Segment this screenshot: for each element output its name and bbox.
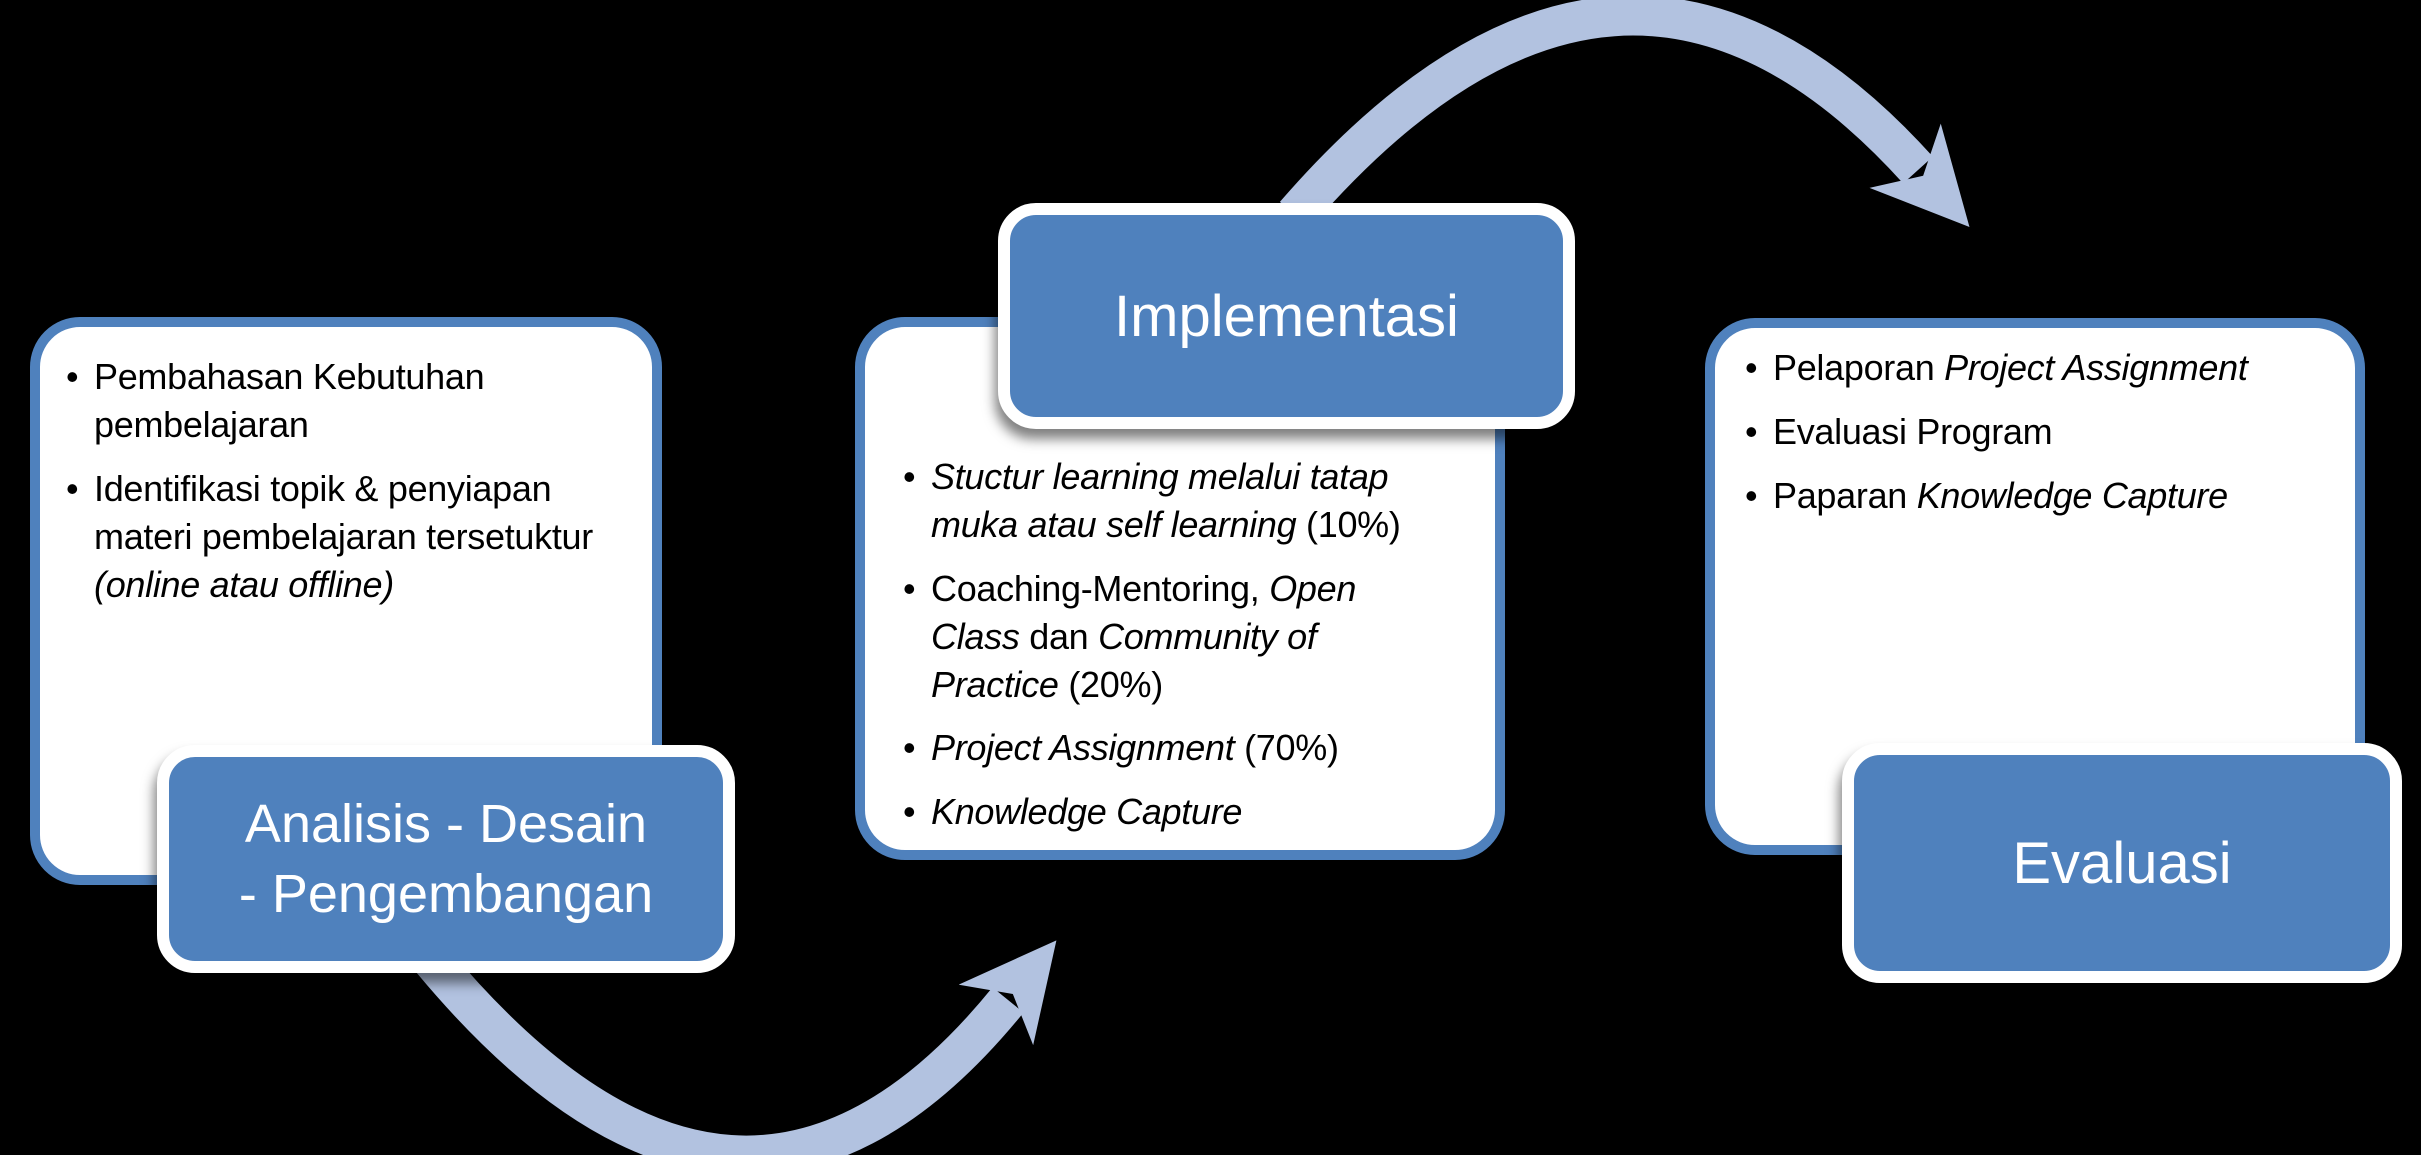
stage-title-text: Implementasi bbox=[1114, 283, 1459, 350]
bullet-item: Project Assignment (70%) bbox=[901, 724, 1419, 772]
text-run: Paparan bbox=[1773, 474, 1917, 516]
stage-title-analisis: Analisis - Desain - Pengembangan bbox=[157, 745, 735, 973]
title-line: - Pengembangan bbox=[238, 864, 654, 924]
text-run: dan bbox=[1019, 615, 1099, 657]
text-run: Identifikasi topik & penyiapan materi pe… bbox=[94, 467, 593, 557]
text-run: (10%) bbox=[1296, 503, 1401, 545]
text-run: (20%) bbox=[1058, 663, 1163, 705]
bullet-list-evaluasi: Pelaporan Project AssignmentEvaluasi Pro… bbox=[1715, 328, 2355, 520]
bullet-item: Pembahasan Kebutuhan pembelajaran bbox=[64, 353, 622, 449]
text-run: Pembahasan Kebutuhan pembelajaran bbox=[94, 356, 485, 445]
italic-text-run: Knowledge Capture bbox=[1916, 474, 2228, 516]
stage-title-implementasi: Implementasi bbox=[998, 203, 1575, 429]
text-run: (70%) bbox=[1234, 727, 1339, 769]
italic-text-run: (online atau offline) bbox=[94, 563, 394, 605]
text-run: Evaluasi Program bbox=[1773, 410, 2053, 452]
bullet-list-analisis: Pembahasan Kebutuhan pembelajaranIdentif… bbox=[40, 327, 652, 608]
italic-text-run: Project Assignment bbox=[931, 727, 1235, 769]
bullet-item: Stuctur learning melalui tatap muka atau… bbox=[901, 453, 1419, 549]
italic-text-run: Project Assignment bbox=[1944, 347, 2248, 388]
stage-title-text: Evaluasi bbox=[2012, 830, 2231, 897]
bullet-item: Knowledge Capture bbox=[901, 788, 1419, 836]
italic-text-run: Stuctur learning melalui tatap muka atau… bbox=[931, 456, 1389, 545]
curved-arrow-implementasi-to-evaluasi-icon bbox=[1279, 0, 1970, 229]
italic-text-run: Knowledge Capture bbox=[931, 791, 1243, 833]
bullet-item: Identifikasi topik & penyiapan materi pe… bbox=[64, 465, 622, 609]
stage-card-analisis: Pembahasan Kebutuhan pembelajaranIdentif… bbox=[30, 317, 662, 885]
stage-title-text: Analisis - Desain - Pengembangan bbox=[239, 789, 653, 929]
title-line: Analisis - Desain bbox=[244, 793, 648, 854]
bullet-list-implementasi: Stuctur learning melalui tatap muka atau… bbox=[865, 327, 1495, 836]
text-run: Coaching-Mentoring, bbox=[931, 567, 1270, 609]
bullet-item: Evaluasi Program bbox=[1743, 408, 2331, 456]
title-line: Evaluasi bbox=[2012, 830, 2232, 896]
curved-arrow-analisis-to-implementasi-icon bbox=[416, 940, 1057, 1155]
italic-text-run: Community of Practice bbox=[931, 615, 1317, 705]
italic-text-run: Open Class bbox=[931, 567, 1357, 657]
text-run: Pelaporan bbox=[1773, 347, 1945, 388]
bullet-item: Pelaporan Project Assignment bbox=[1743, 344, 2331, 392]
title-line: Implementasi bbox=[1114, 283, 1459, 349]
bullet-item: Coaching-Mentoring, Open Class dan Commu… bbox=[901, 565, 1419, 709]
bullet-item: Paparan Knowledge Capture bbox=[1743, 472, 2331, 520]
stage-title-evaluasi: Evaluasi bbox=[1842, 743, 2402, 983]
